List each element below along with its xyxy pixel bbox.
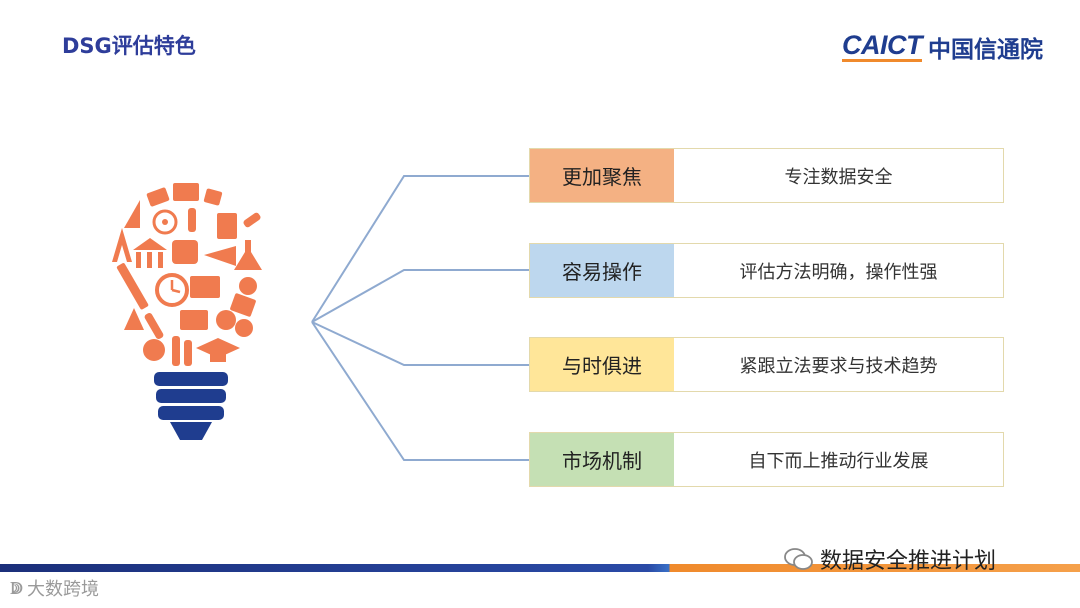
microscope-icon <box>188 208 196 232</box>
bulb-base-ring-2 <box>156 389 226 403</box>
globe-icon <box>143 339 165 361</box>
museum-column-1 <box>136 252 141 268</box>
feature-row-3: 与时俱进 紧跟立法要求与技术趋势 <box>529 337 1004 392</box>
bulb-small-icon <box>239 277 257 295</box>
pencils-icon <box>172 336 180 366</box>
apple-icon <box>216 310 236 330</box>
chalkboard-icon <box>190 276 220 298</box>
crayon-icon <box>184 340 192 366</box>
bus-icon <box>172 240 198 264</box>
footer-account: 数据安全推进计划 <box>784 543 996 575</box>
watermark-text: 大数跨境 <box>27 575 99 601</box>
ruler-icon <box>116 262 149 310</box>
footer-watermark: ↇ 大数跨境 <box>10 575 99 601</box>
bulb-base <box>154 372 228 440</box>
connector-line-4 <box>312 322 529 460</box>
bulb-base-tip <box>170 422 212 440</box>
feature-label-2: 容易操作 <box>530 244 674 297</box>
monitor-icon <box>180 310 208 330</box>
paper-icon <box>217 213 237 239</box>
flask-icon <box>234 240 262 270</box>
feature-label-1: 更加聚焦 <box>530 149 674 202</box>
lightbulb-icon <box>112 183 262 440</box>
feature-row-1: 更加聚焦 专注数据安全 <box>529 148 1004 203</box>
clock-hand-2 <box>172 290 180 292</box>
folder-icon <box>203 188 222 206</box>
bell-icon <box>124 308 144 330</box>
megaphone-icon <box>204 246 236 266</box>
connector-line-3 <box>312 322 529 365</box>
wechat-icon <box>784 547 814 571</box>
graduation-cap-base <box>210 352 226 362</box>
notebook-icon <box>146 187 170 207</box>
feature-label-3: 与时俱进 <box>530 338 674 391</box>
watermark-logo-icon: ↇ <box>10 578 23 599</box>
connector-line-2 <box>312 270 529 322</box>
connector-lines <box>312 176 529 460</box>
atom-nucleus <box>162 219 168 225</box>
bulb-base-ring-3 <box>158 406 224 420</box>
museum-roof-icon <box>133 238 167 250</box>
feature-row-2: 容易操作 评估方法明确，操作性强 <box>529 243 1004 298</box>
bulb-base-ring-1 <box>154 372 228 386</box>
triangle-ruler-icon <box>124 200 140 228</box>
palette-icon <box>235 319 253 337</box>
pencil-icon <box>242 212 261 229</box>
compass-icon <box>112 228 132 262</box>
connector-line-1 <box>312 176 529 322</box>
account-name: 数据安全推进计划 <box>820 543 996 575</box>
museum-column-2 <box>147 252 152 268</box>
feature-label-4: 市场机制 <box>530 433 674 486</box>
education-icons-cluster <box>112 183 262 366</box>
feature-desc-3: 紧跟立法要求与技术趋势 <box>674 338 1003 391</box>
feature-row-4: 市场机制 自下而上推动行业发展 <box>529 432 1004 487</box>
feature-desc-1: 专注数据安全 <box>674 149 1003 202</box>
feature-desc-2: 评估方法明确，操作性强 <box>674 244 1003 297</box>
pen-icon <box>144 312 165 340</box>
book-icon <box>173 183 199 201</box>
feature-desc-4: 自下而上推动行业发展 <box>674 433 1003 486</box>
museum-column-3 <box>158 252 163 268</box>
